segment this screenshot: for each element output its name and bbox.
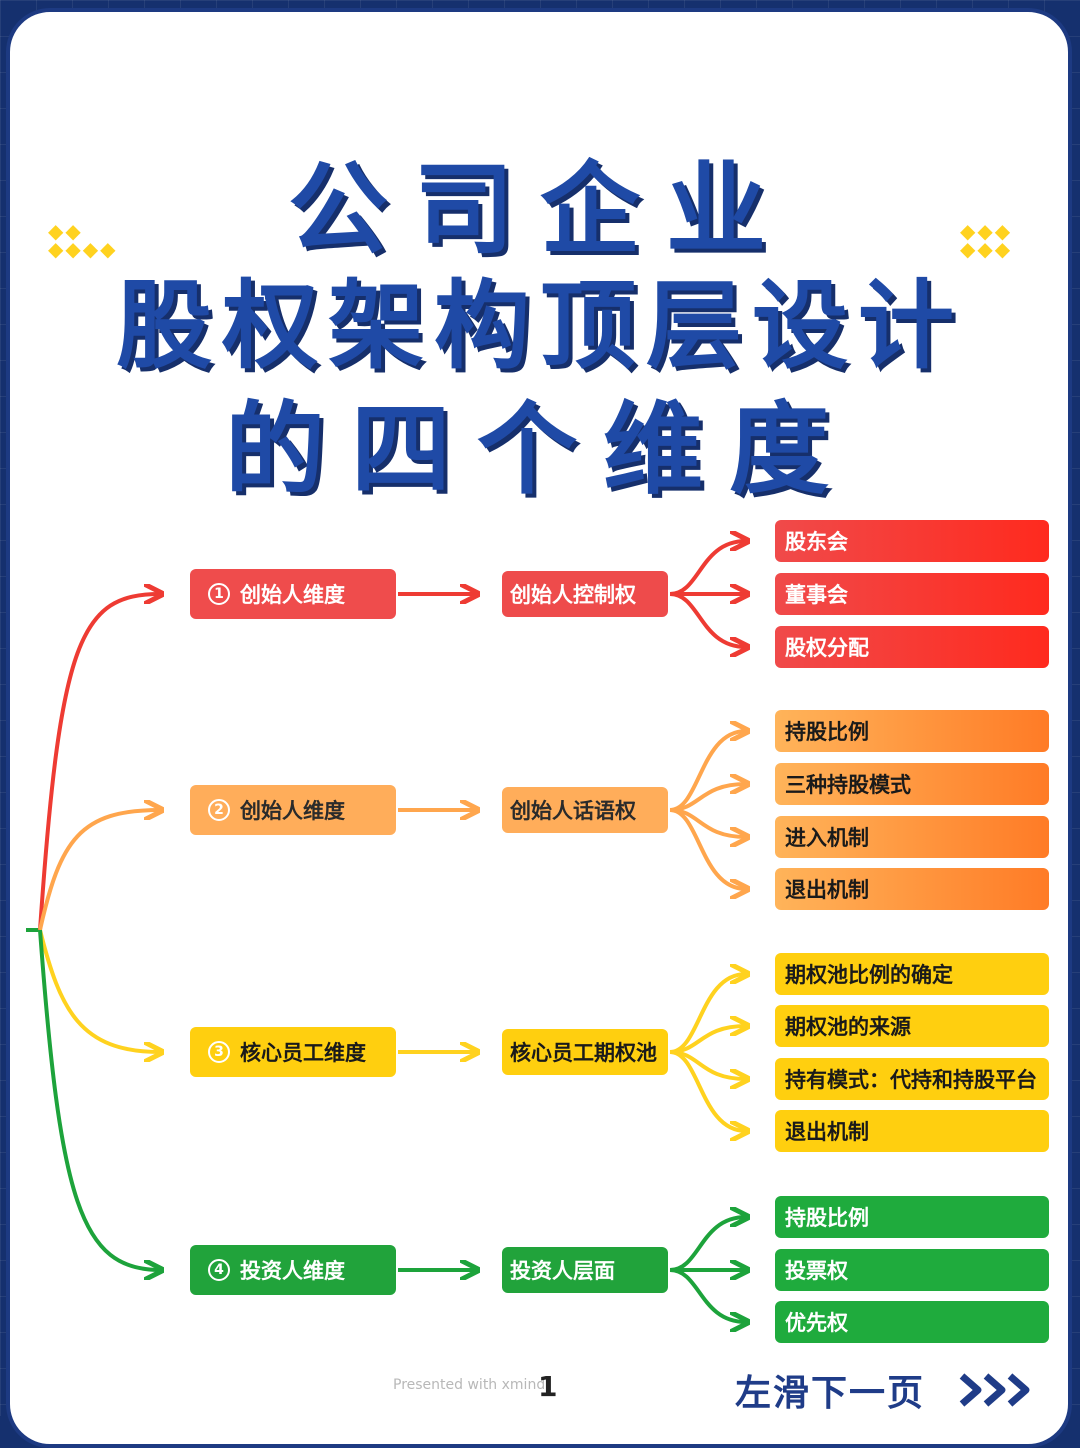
middle-node-option-pool[interactable]: 核心员工期权池 xyxy=(502,1029,668,1075)
leaf-node[interactable]: 优先权 xyxy=(775,1301,1049,1343)
leaf-node[interactable]: 股东会 xyxy=(775,520,1049,562)
leaf-node[interactable]: 进入机制 xyxy=(775,816,1049,858)
title-line-2: 股权架构顶层设计 xyxy=(116,270,964,382)
sparkle-decoration-right: ◆◆◆◆◆◆ xyxy=(960,219,1013,261)
page-number: 1 xyxy=(538,1370,558,1403)
dimension-label: 创始人维度 xyxy=(240,799,345,823)
mindmap-connectors xyxy=(26,0,1080,1416)
number-circle-icon: 4 xyxy=(208,1259,230,1281)
middle-node-investor[interactable]: 投资人层面 xyxy=(502,1247,668,1293)
leaf-node[interactable]: 退出机制 xyxy=(775,868,1049,910)
dimension-label: 投资人维度 xyxy=(240,1259,345,1283)
leaf-node[interactable]: 三种持股模式 xyxy=(775,763,1049,805)
dimension-label: 创始人维度 xyxy=(240,583,345,607)
dimension-node-founder-voice[interactable]: 2 创始人维度 xyxy=(190,785,396,835)
leaf-node[interactable]: 持股比例 xyxy=(775,710,1049,752)
leaf-node[interactable]: 股权分配 xyxy=(775,626,1049,668)
leaf-node[interactable]: 期权池比例的确定 xyxy=(775,953,1049,995)
swipe-next-hint[interactable]: 左滑下一页 xyxy=(735,1373,926,1414)
leaf-node[interactable]: 持股比例 xyxy=(775,1196,1049,1238)
dimension-node-founder-control[interactable]: 1 创始人维度 xyxy=(190,569,396,619)
leaf-node[interactable]: 期权池的来源 xyxy=(775,1005,1049,1047)
middle-node-founder-voice[interactable]: 创始人话语权 xyxy=(502,787,668,833)
dimension-node-core-employee[interactable]: 3 核心员工维度 xyxy=(190,1027,396,1077)
leaf-node[interactable]: 持有模式：代持和持股平台 xyxy=(775,1058,1049,1100)
number-circle-icon: 2 xyxy=(208,799,230,821)
leaf-node[interactable]: 退出机制 xyxy=(775,1110,1049,1152)
dimension-label: 核心员工维度 xyxy=(240,1041,366,1065)
middle-node-founder-control[interactable]: 创始人控制权 xyxy=(502,571,668,617)
number-circle-icon: 1 xyxy=(208,583,230,605)
title-line-3: 的四个维度 xyxy=(225,391,855,508)
leaf-node[interactable]: 投票权 xyxy=(775,1249,1049,1291)
leaf-node[interactable]: 董事会 xyxy=(775,573,1049,615)
title-line-1: 公司企业 xyxy=(288,151,792,268)
number-circle-icon: 3 xyxy=(208,1041,230,1063)
dimension-node-investor[interactable]: 4 投资人维度 xyxy=(190,1245,396,1295)
triple-chevron-right-icon[interactable] xyxy=(958,1370,1038,1410)
sparkle-decoration-left: ◆◆◆◆◆◆ xyxy=(48,219,118,261)
xmind-watermark: Presented with xmind xyxy=(393,1377,546,1393)
